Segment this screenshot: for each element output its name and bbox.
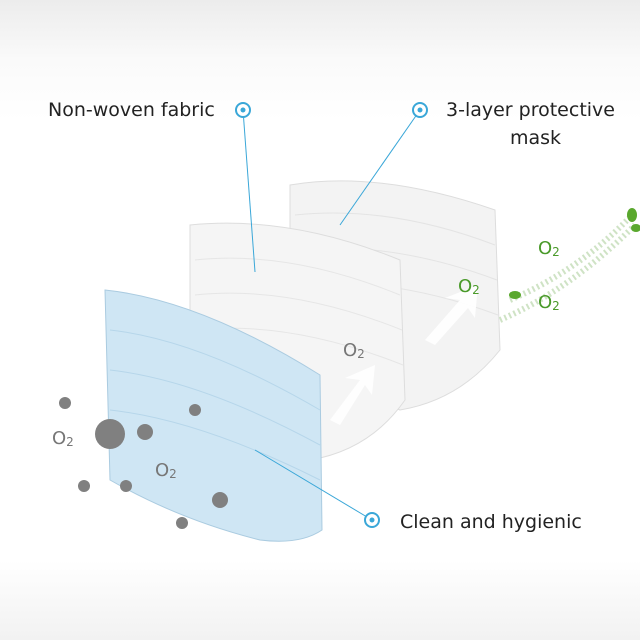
front-blue-mask-layer <box>104 289 323 542</box>
airflow-arrow-icon <box>425 285 478 345</box>
o2-text: O2 <box>155 460 177 481</box>
o2-text: O2 <box>458 276 480 297</box>
particles <box>59 397 228 529</box>
airflow-arrow-icon <box>330 365 375 425</box>
leaf-icon <box>627 208 637 222</box>
callout-dot-icon <box>235 102 251 118</box>
label-3-layer-protective: 3-layer protective <box>446 99 615 121</box>
o2-text: O2 <box>52 428 74 449</box>
leaf-icon <box>509 291 521 299</box>
callout-lines <box>242 109 421 521</box>
label-non-woven-fabric: Non-woven fabric <box>48 99 215 121</box>
o2-text: O2 <box>538 238 560 259</box>
o2-text: O2 <box>343 340 365 361</box>
callout-dot-icon <box>364 512 380 528</box>
label-mask: mask <box>510 127 562 149</box>
callout-dot-icon <box>412 102 428 118</box>
label-clean-hygienic: Clean and hygienic <box>400 511 582 533</box>
airflow-stream <box>498 212 638 323</box>
leaf-icon <box>631 224 640 232</box>
o2-text: O2 <box>538 292 560 313</box>
